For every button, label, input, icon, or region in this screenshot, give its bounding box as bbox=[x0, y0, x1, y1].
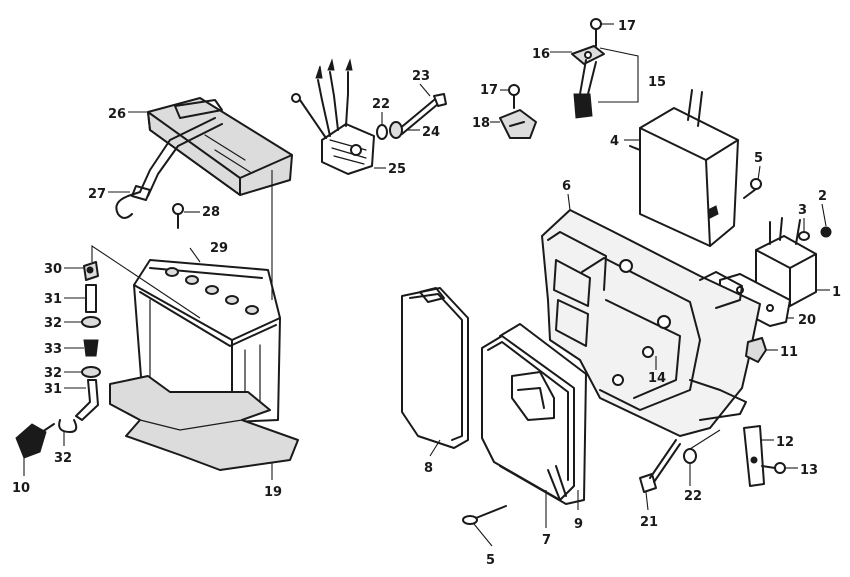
callout-24: 24 bbox=[422, 125, 440, 140]
callout-18: 18 bbox=[472, 116, 490, 131]
callout-labels: 1 2 3 4 5 5 6 7 8 9 10 11 12 13 14 15 16… bbox=[12, 19, 841, 568]
callout-27: 27 bbox=[88, 187, 106, 202]
clip-part-11 bbox=[745, 337, 767, 363]
bolt-part-21 bbox=[639, 439, 681, 493]
callout-15: 15 bbox=[648, 75, 666, 90]
callout-8: 8 bbox=[424, 461, 433, 476]
screw-part-28 bbox=[172, 203, 184, 229]
nut-part-24 bbox=[389, 121, 403, 139]
callout-1: 1 bbox=[832, 285, 841, 300]
bracket-part-16 bbox=[571, 45, 605, 65]
callout-16: 16 bbox=[532, 47, 550, 62]
callout-7: 7 bbox=[542, 533, 551, 548]
plate-part-12 bbox=[743, 425, 765, 487]
callout-22-upper: 22 bbox=[372, 97, 390, 112]
callout-31-lower: 31 bbox=[44, 382, 62, 397]
callout-33: 33 bbox=[44, 342, 62, 357]
callout-32-upper: 32 bbox=[44, 316, 62, 331]
screw-part-5-lower bbox=[462, 505, 507, 525]
callout-19: 19 bbox=[264, 485, 282, 500]
callout-20: 20 bbox=[798, 313, 816, 328]
leader-lines bbox=[23, 23, 830, 547]
vent-tube-part-31-lower bbox=[75, 379, 99, 421]
callout-30: 30 bbox=[44, 262, 62, 277]
battery-cover-part-26 bbox=[147, 97, 293, 196]
screw-part-17-lower bbox=[508, 84, 520, 109]
washer-part-22-upper bbox=[376, 124, 388, 140]
callout-10: 10 bbox=[12, 481, 30, 496]
callout-22-lower: 22 bbox=[684, 489, 702, 504]
screw-part-5-upper bbox=[743, 178, 762, 199]
callout-23: 23 bbox=[412, 69, 430, 84]
cover-part-7 bbox=[481, 335, 575, 501]
clamp-part-32-lower bbox=[58, 419, 78, 433]
valve-part-33 bbox=[83, 339, 99, 357]
screw-part-13 bbox=[761, 462, 786, 474]
callout-28: 28 bbox=[202, 205, 220, 220]
callout-13: 13 bbox=[800, 463, 818, 478]
callout-32-lower: 32 bbox=[54, 451, 72, 466]
callout-21: 21 bbox=[640, 515, 658, 530]
washer-part-3 bbox=[798, 231, 810, 241]
battery-terminal-caps bbox=[165, 267, 259, 315]
callout-31-upper: 31 bbox=[44, 292, 62, 307]
callout-29: 29 bbox=[210, 241, 228, 256]
callout-5-lower: 5 bbox=[486, 553, 495, 568]
callout-6: 6 bbox=[562, 179, 571, 194]
clamp-part-32-middle bbox=[81, 366, 101, 378]
callout-3: 3 bbox=[798, 203, 807, 218]
vent-fitting-part-30 bbox=[83, 261, 99, 281]
clamp-part-32-upper bbox=[81, 316, 101, 328]
washer-part-22-lower bbox=[683, 448, 697, 464]
screw-part-17-upper bbox=[590, 18, 602, 47]
callout-26: 26 bbox=[108, 107, 126, 122]
battery-strap-part-27 bbox=[115, 117, 223, 219]
sensor-part-15 bbox=[573, 59, 597, 119]
callout-32-middle: 32 bbox=[44, 366, 62, 381]
callout-5-upper: 5 bbox=[754, 151, 763, 166]
cdi-unit-part-4 bbox=[629, 89, 739, 247]
callout-12: 12 bbox=[776, 435, 794, 450]
bolt-part-23 bbox=[397, 93, 447, 135]
callout-25: 25 bbox=[388, 162, 406, 177]
callout-11: 11 bbox=[780, 345, 798, 360]
gasket-part-8 bbox=[401, 287, 469, 449]
electrical-box-part-6 bbox=[541, 209, 761, 437]
screw-part-2 bbox=[820, 226, 832, 238]
rectifier-part-25 bbox=[291, 58, 375, 175]
callout-14: 14 bbox=[648, 371, 666, 386]
battery-part-29 bbox=[133, 259, 281, 423]
clamp-part-18 bbox=[499, 109, 537, 139]
callout-17-lower: 17 bbox=[480, 83, 498, 98]
battery-tray-part-19 bbox=[109, 375, 299, 471]
callout-17-upper: 17 bbox=[618, 19, 636, 34]
relay-part-1 bbox=[755, 217, 817, 307]
callout-9: 9 bbox=[574, 517, 583, 532]
vent-tube-part-31-upper bbox=[85, 284, 97, 313]
drain-fitting-part-10 bbox=[15, 423, 55, 459]
callout-2: 2 bbox=[818, 189, 827, 204]
callout-4: 4 bbox=[610, 134, 619, 149]
